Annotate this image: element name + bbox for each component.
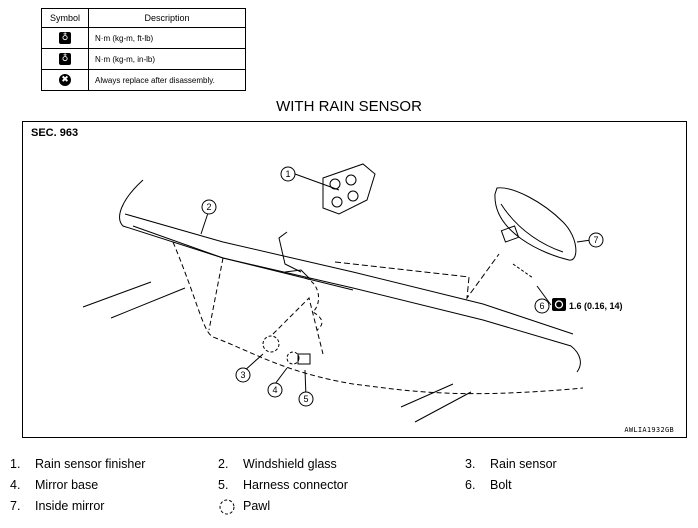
callout-2: 2	[201, 199, 217, 215]
torque-wrench-icon: ♁	[59, 32, 71, 44]
part-label: Rain sensor	[490, 457, 557, 471]
torque-wrench-small-icon: ♁	[59, 53, 71, 65]
part-label: Harness connector	[243, 478, 348, 492]
section-label: SEC. 963	[31, 127, 79, 139]
part-label: Windshield glass	[243, 457, 337, 471]
callout-2-label: 2	[206, 202, 211, 212]
part-label: Rain sensor finisher	[35, 457, 146, 471]
part-number: 6.	[465, 478, 476, 492]
callout-1: 1	[280, 166, 296, 182]
callout-4: 4	[267, 382, 283, 398]
description-header: Description	[88, 8, 246, 28]
part-number: 3.	[465, 457, 476, 471]
exploded-diagram: 1 2 3 4 5 6 7 SEC. 963 1.6 (0.16, 14) AW…	[22, 121, 687, 438]
callout-4-label: 4	[272, 385, 277, 395]
symbol-table: Symbol Description ♁ N·m (kg-m, ft-lb) ♁…	[41, 8, 246, 91]
callout-3-label: 3	[240, 370, 245, 380]
always-replace-icon: ✖	[59, 74, 71, 86]
part-label: Mirror base	[35, 478, 99, 492]
diagram-title: WITH RAIN SENSOR	[276, 98, 422, 115]
callout-7-label: 7	[593, 235, 598, 245]
part-label: Bolt	[490, 478, 512, 492]
part-number: 7.	[10, 499, 21, 513]
callout-5-label: 5	[303, 394, 308, 404]
part-label: Pawl	[243, 499, 271, 513]
part-label: Inside mirror	[35, 499, 105, 513]
pawl-indicator	[262, 335, 280, 353]
callout-1-label: 1	[285, 169, 290, 179]
figure-code: AWLIA1932GB	[624, 426, 674, 434]
torque-wrench-small-icon	[552, 298, 566, 311]
windshield-edge	[124, 213, 574, 335]
part-number: 5.	[218, 478, 229, 492]
part-number: 2.	[218, 457, 229, 471]
part-number: 4.	[10, 478, 21, 492]
windshield-glass	[119, 179, 581, 373]
symbol-header: Symbol	[41, 8, 89, 28]
symbol-description: Always replace after disassembly.	[88, 69, 246, 91]
torque-spec: 1.6 (0.16, 14)	[569, 301, 623, 311]
callout-6-label: 6	[539, 301, 544, 311]
diagram-drawing: 1 2 3 4 5 6 7	[82, 163, 604, 423]
callout-5: 5	[298, 391, 314, 407]
symbol-description: N·m (kg-m, in-lb)	[88, 48, 246, 70]
callout-3: 3	[235, 367, 251, 383]
part-number: 1.	[10, 457, 21, 471]
callout-7: 7	[588, 232, 604, 248]
pawl-dashed-circle-icon	[219, 499, 235, 515]
inside-mirror	[494, 187, 577, 261]
rain-sensor-finisher	[322, 163, 376, 215]
symbol-description: N·m (kg-m, ft-lb)	[88, 27, 246, 49]
callout-6: 6	[534, 298, 550, 314]
